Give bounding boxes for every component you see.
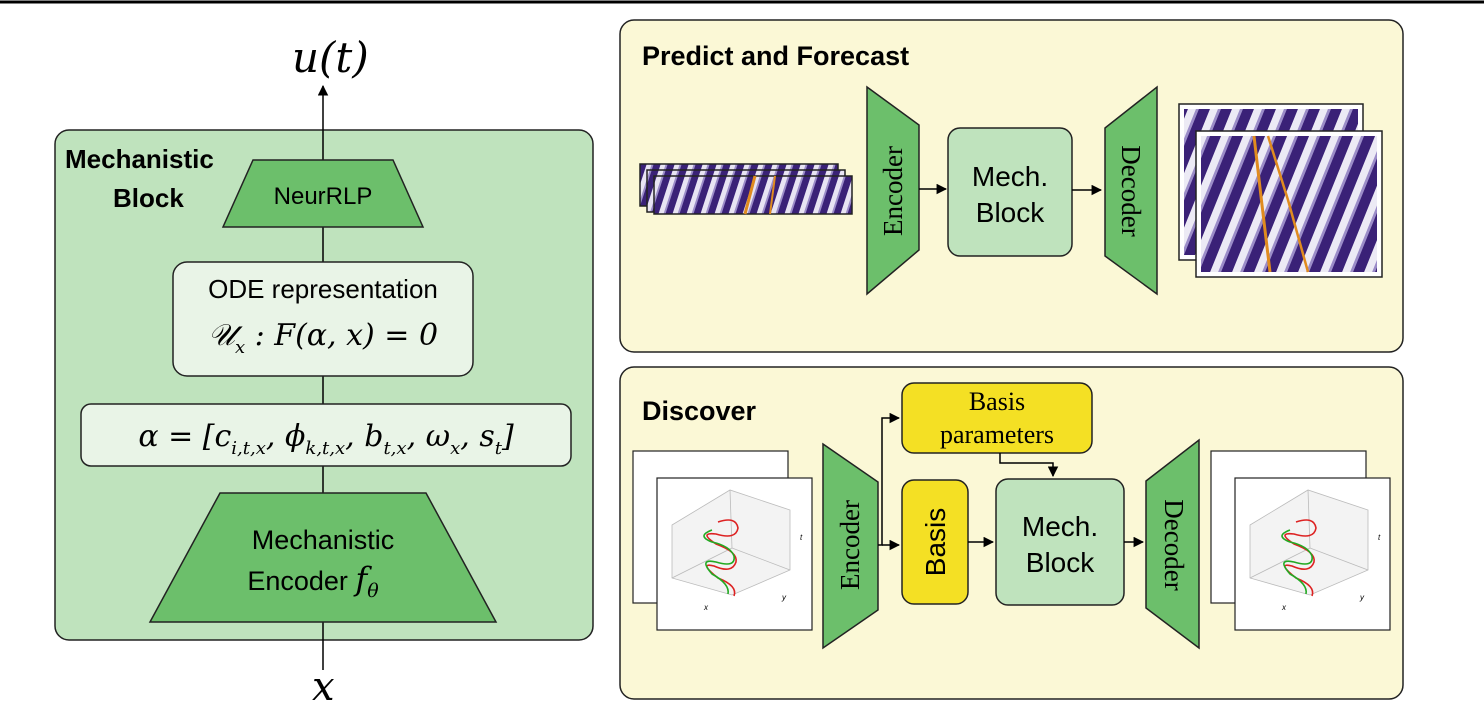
predict-decoder-label: Decoder xyxy=(1116,145,1146,236)
input-label: x xyxy=(312,664,335,704)
discover-input-plot-stack: x y t xyxy=(632,450,813,631)
discover-encoder-label: Encoder xyxy=(835,500,865,590)
discover-mech-block: Mech. Block xyxy=(995,478,1125,606)
svg-text:x: x xyxy=(1281,603,1287,612)
discover-decoder: Decoder xyxy=(1145,438,1200,650)
basis-parameters-box: Basis parameters xyxy=(901,382,1093,454)
neurrlp-block: NeurRLP xyxy=(221,159,425,228)
alpha-parameters-box: α = [ci,t,x, ϕk,t,x, bt,x, ωx, st] xyxy=(80,403,572,467)
ode-representation-box: ODE representation 𝒰x : F(α, x) = 0 xyxy=(172,261,474,377)
predict-mech-block: Mech. Block xyxy=(947,127,1073,257)
basis-box: Basis xyxy=(901,479,969,605)
discover-encoder: Encoder xyxy=(822,442,879,650)
ode-formula: 𝒰x : F(α, x) = 0 xyxy=(208,318,438,358)
ode-title: ODE representation xyxy=(208,274,438,304)
discover-output-plot-stack: x y t xyxy=(1210,450,1391,631)
arrow-params-to-mech xyxy=(999,453,1059,478)
input-3d-plot xyxy=(671,489,791,596)
neurrlp-label: NeurRLP xyxy=(274,183,373,210)
encoder-line1: Mechanistic xyxy=(252,525,395,555)
svg-text:y: y xyxy=(781,593,787,602)
predict-encoder-label: Encoder xyxy=(878,146,908,236)
svg-text:t: t xyxy=(1378,533,1381,542)
svg-text:t: t xyxy=(800,533,803,542)
output-3d-plot xyxy=(1249,489,1369,596)
predict-mech-line1: Mech. xyxy=(972,161,1048,192)
predict-encoder: Encoder xyxy=(866,85,920,296)
discover-mech-line2: Block xyxy=(1026,547,1095,578)
input-heatmap-stack xyxy=(639,163,853,215)
alpha-formula: α = [ci,t,x, ϕk,t,x, bt,x, ωx, st] xyxy=(138,419,514,459)
arrow-to-basis-params xyxy=(878,412,901,546)
block-title-line2: Block xyxy=(113,183,184,213)
block-title-line1: Mechanistic xyxy=(65,144,214,174)
predict-title: Predict and Forecast xyxy=(642,41,909,71)
mechanistic-encoder-block: Mechanistic Encoder fθ xyxy=(148,492,498,623)
predict-mech-line2: Block xyxy=(976,197,1045,228)
discover-title: Discover xyxy=(642,396,757,426)
discover-decoder-label: Decoder xyxy=(1159,499,1189,590)
svg-text:y: y xyxy=(1359,593,1365,602)
mechanistic-block-panel: Mechanistic Block xyxy=(54,129,594,641)
output-label: u(t) xyxy=(292,33,369,82)
predict-decoder: Decoder xyxy=(1104,85,1158,296)
basis-params-line2: parameters xyxy=(940,420,1054,449)
output-heatmap-stack xyxy=(1178,103,1383,278)
basis-label: Basis xyxy=(920,508,951,576)
encoder-line2: Encoder fθ xyxy=(247,560,379,602)
discover-mech-line1: Mech. xyxy=(1022,511,1098,542)
basis-params-line1: Basis xyxy=(969,387,1025,416)
svg-text:x: x xyxy=(703,603,709,612)
